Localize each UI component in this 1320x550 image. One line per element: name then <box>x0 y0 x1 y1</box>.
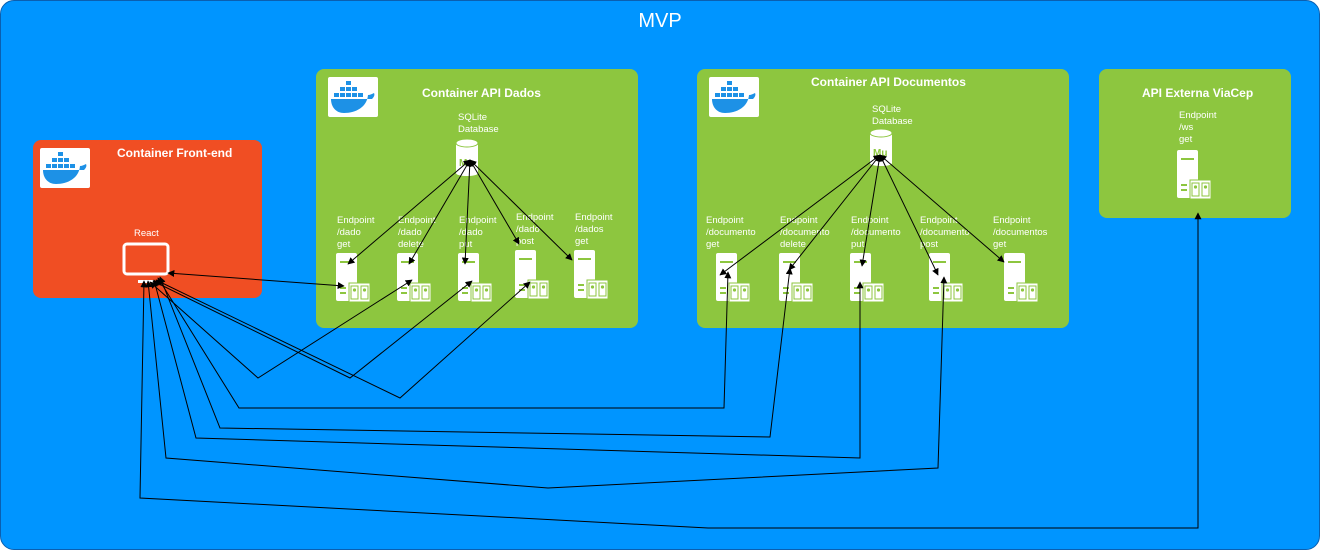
api-dados-title: Container API Dados <box>422 86 541 100</box>
server-icon <box>515 250 550 300</box>
endpoint-label: Endpoint /dado put <box>459 215 497 250</box>
api-dados-db-label: SQLite Database <box>458 112 499 135</box>
sqlite-database-icon: Mu <box>869 128 893 166</box>
frontend-title: Container Front-end <box>117 146 233 160</box>
server-icon <box>1177 150 1212 200</box>
docker-icon <box>328 77 378 117</box>
endpoint-label: Endpoint /documento delete <box>780 215 830 250</box>
svg-text:Mu: Mu <box>873 148 887 159</box>
server-icon <box>397 253 432 303</box>
api-documentos-db-label: SQLite Database <box>872 104 913 127</box>
server-icon <box>458 253 493 303</box>
server-icon <box>929 253 964 303</box>
server-icon <box>336 253 371 303</box>
api-documentos-title: Container API Documentos <box>811 75 966 89</box>
endpoint-label: Endpoint /dado post <box>516 212 554 247</box>
endpoint-label: Endpoint /documento post <box>920 215 970 250</box>
endpoint-label: Endpoint /dado get <box>337 215 375 250</box>
svg-text:Mu: Mu <box>459 158 473 169</box>
sqlite-database-icon: Mu <box>455 138 479 176</box>
diagram-title: MVP <box>638 10 682 32</box>
server-icon <box>779 253 814 303</box>
endpoint-label: Endpoint /documento get <box>706 215 756 250</box>
server-icon <box>716 253 751 303</box>
react-label: React <box>134 228 159 239</box>
server-icon <box>850 253 885 303</box>
api-externa-title: API Externa ViaCep <box>1142 86 1254 100</box>
endpoint-label: Endpoint /dados get <box>575 212 613 247</box>
endpoint-label: Endpoint /dado delete <box>398 215 436 250</box>
docker-icon <box>709 77 759 117</box>
monitor-icon <box>122 242 170 283</box>
endpoint-label: Endpoint /documento put <box>851 215 901 250</box>
server-icon <box>1004 253 1039 303</box>
server-icon <box>574 250 609 300</box>
docker-icon <box>40 148 90 188</box>
endpoint-label: Endpoint /documentos get <box>993 215 1048 250</box>
endpoint-label: Endpoint /ws get <box>1179 110 1217 145</box>
